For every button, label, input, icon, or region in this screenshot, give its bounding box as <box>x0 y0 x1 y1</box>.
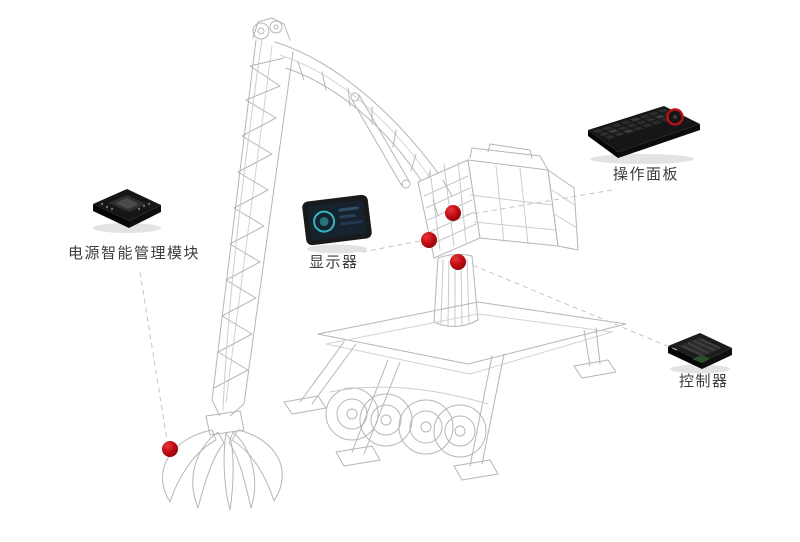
power-module-connector-line <box>139 271 168 441</box>
controller-hotspot-dot <box>450 254 466 270</box>
control-panel-connector-line <box>465 189 613 216</box>
control-panel-image <box>578 96 706 173</box>
power-module-hotspot-dot <box>162 441 178 457</box>
power-module-image <box>84 176 170 241</box>
display-hotspot-dot <box>421 232 437 248</box>
controller-image <box>662 320 738 381</box>
control-panel-label: 操作面板 <box>613 166 680 183</box>
display-label: 显示器 <box>309 254 359 271</box>
controller-connector-line <box>469 263 678 351</box>
controller-label: 控制器 <box>679 373 729 390</box>
control-panel-hotspot-dot <box>445 205 461 221</box>
power-module-label: 电源智能管理模块 <box>68 245 201 262</box>
display-tablet-image <box>298 192 376 261</box>
display-connector-line <box>361 240 421 253</box>
